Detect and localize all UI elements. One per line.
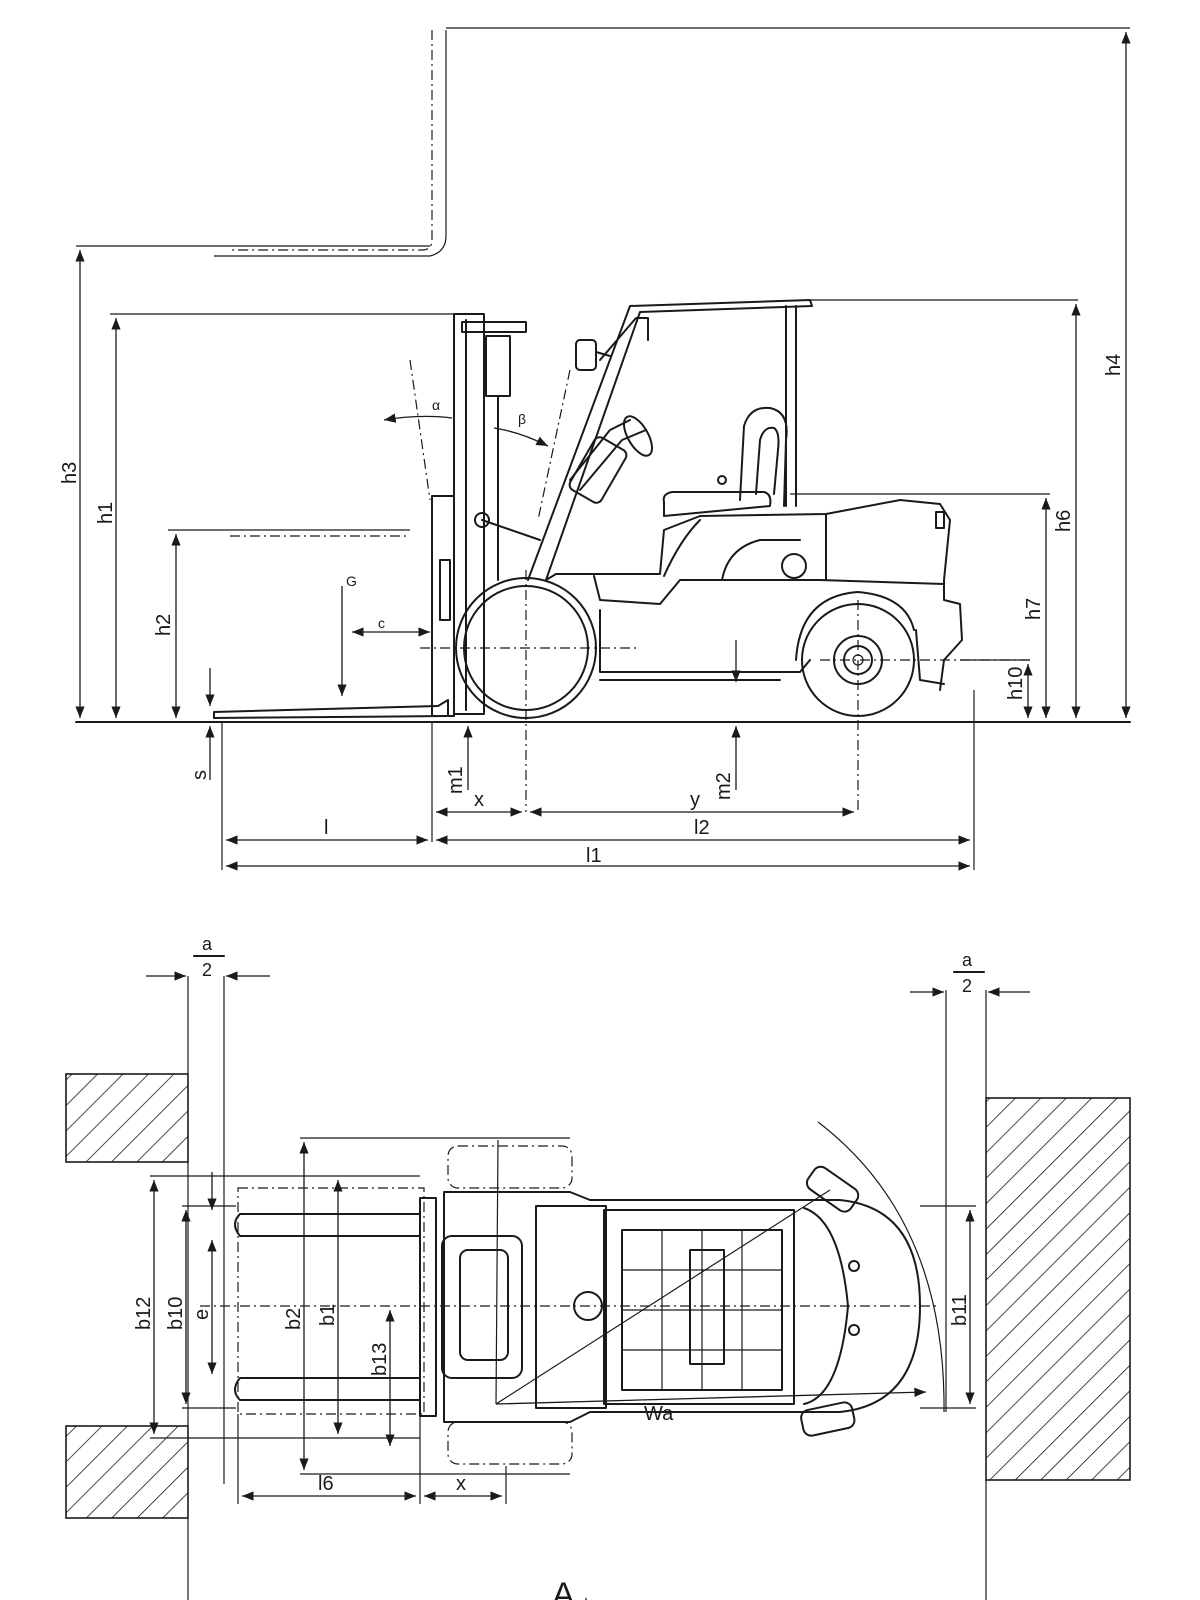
rear-wheel [795,591,1030,717]
truck-body [545,499,963,691]
label-Ast-sub: st [575,1594,589,1600]
label-b2: b2 [283,1308,305,1330]
rear-wheel-top-right [800,1401,856,1437]
label-l: l [324,817,328,839]
label-x-side: x [474,789,484,811]
mast [409,313,571,715]
overhead-guard [527,299,813,581]
rear-wheel-top-left [805,1165,860,1213]
label-a-num-right: a [962,950,973,970]
label-b11: b11 [949,1294,971,1326]
mirror [575,339,597,371]
front-wheel-top-right [447,1421,573,1465]
operator-seat [662,406,788,517]
label-x-top: x [456,1473,466,1495]
top-view: a 2 a 2 [65,934,1131,1600]
obstacle-top-left [65,1073,189,1163]
label-G: G [346,573,357,589]
label-m2: m2 [713,772,735,800]
label-h10: h10 [1005,667,1027,700]
label-Ast-main: A [552,1576,575,1600]
turning-arc [817,1121,945,1413]
label-m1: m1 [445,766,467,794]
tilt-back-line [537,369,571,521]
label-b13: b13 [369,1343,391,1376]
fork-blade [213,699,449,719]
forks-top-view [234,1187,437,1417]
label-l1: l1 [586,845,602,867]
label-h7: h7 [1023,598,1045,620]
label-a-num-left: a [202,934,213,954]
label-h4: h4 [1103,354,1125,376]
carriage-forks [213,495,455,719]
obstacle-right [985,1097,1131,1481]
dim-beta [493,427,549,447]
raised-fork-outline [214,30,447,257]
obstacle-bottom-left [65,1425,189,1519]
label-Ast: Ast [552,1576,589,1600]
label-Wa: Wa [644,1403,674,1425]
label-b12: b12 [133,1297,155,1330]
raised-mast-outline [230,30,433,251]
truck-body-top [441,1191,921,1423]
dim-alpha [383,413,453,423]
label-h2: h2 [153,614,175,636]
label-y: y [690,789,700,811]
label-b1: b1 [317,1304,339,1326]
side-view: h3 h1 h2 h4 h6 h7 h10 s m1 m2 x y l l2 l… [59,27,1131,871]
label-b10: b10 [165,1297,187,1330]
front-wheel-top-left [447,1145,573,1189]
steering-column [568,415,653,504]
label-s: s [189,770,211,780]
label-l2: l2 [694,817,710,839]
dim-Wa [495,1387,927,1405]
label-alpha: α [432,397,440,413]
tilt-fwd-line [409,359,431,501]
label-h3: h3 [59,462,81,484]
label-a-den-left: 2 [202,960,212,980]
label-e: e [191,1309,213,1320]
label-l6: l6 [318,1473,334,1495]
label-h6: h6 [1053,510,1075,532]
label-a-den-right: 2 [962,976,972,996]
label-c: c [378,615,385,631]
label-h1: h1 [95,502,117,524]
label-beta: β [518,411,526,427]
